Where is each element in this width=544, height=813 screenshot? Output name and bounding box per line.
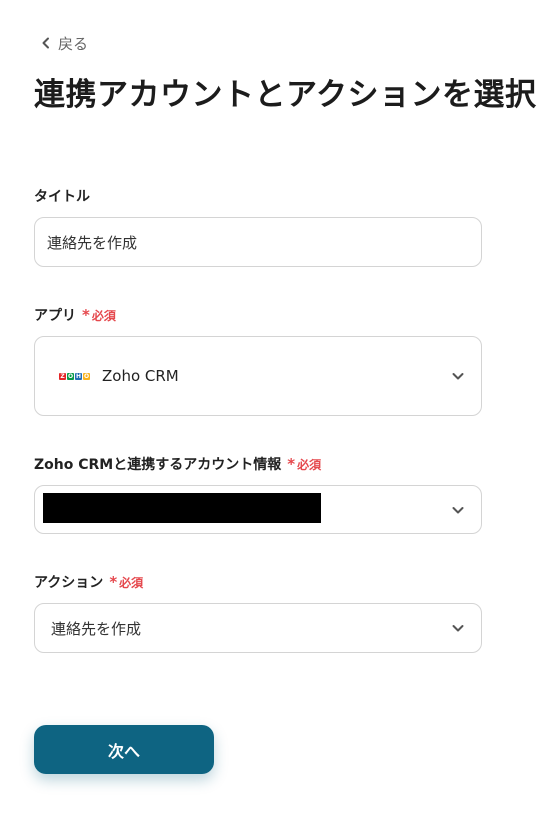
next-button[interactable]: 次へ — [34, 725, 214, 774]
app-label-text: アプリ — [34, 308, 76, 324]
chevron-down-icon[interactable] — [451, 621, 465, 635]
asterisk-icon: * — [287, 454, 296, 473]
title-field-label: タイトル — [34, 186, 90, 206]
required-text: 必須 — [91, 308, 116, 323]
chevron-left-icon — [42, 37, 49, 49]
action-label-text: アクション — [34, 575, 104, 591]
redacted-account-value — [43, 493, 321, 523]
account-field-label: Zoho CRMと連携するアカウント情報 * 必須 — [34, 454, 321, 474]
account-label-text: Zoho CRMと連携するアカウント情報 — [34, 457, 282, 473]
back-label: 戻る — [58, 34, 89, 53]
required-badge: * 必須 — [287, 456, 321, 473]
asterisk-icon: * — [109, 572, 118, 591]
account-select[interactable] — [34, 485, 482, 534]
title-label-text: タイトル — [34, 189, 90, 205]
required-badge: * 必須 — [109, 574, 143, 591]
required-badge: * 必須 — [82, 307, 116, 324]
title-input[interactable] — [35, 218, 481, 266]
title-field[interactable] — [34, 217, 482, 267]
required-text: 必須 — [297, 457, 322, 472]
asterisk-icon: * — [82, 305, 90, 324]
chevron-down-icon[interactable] — [451, 369, 465, 383]
required-text: 必須 — [119, 575, 144, 590]
action-select[interactable]: 連絡先を作成 — [34, 603, 482, 653]
page-title: 連携アカウントとアクションを選択 — [34, 77, 537, 113]
chevron-down-icon[interactable] — [451, 503, 465, 517]
back-link[interactable]: 戻る — [40, 32, 88, 54]
app-name: Zoho CRM — [102, 367, 179, 385]
action-field-label: アクション * 必須 — [34, 572, 143, 592]
app-field-label: アプリ * 必須 — [34, 305, 116, 325]
action-select-value: 連絡先を作成 — [51, 619, 142, 638]
